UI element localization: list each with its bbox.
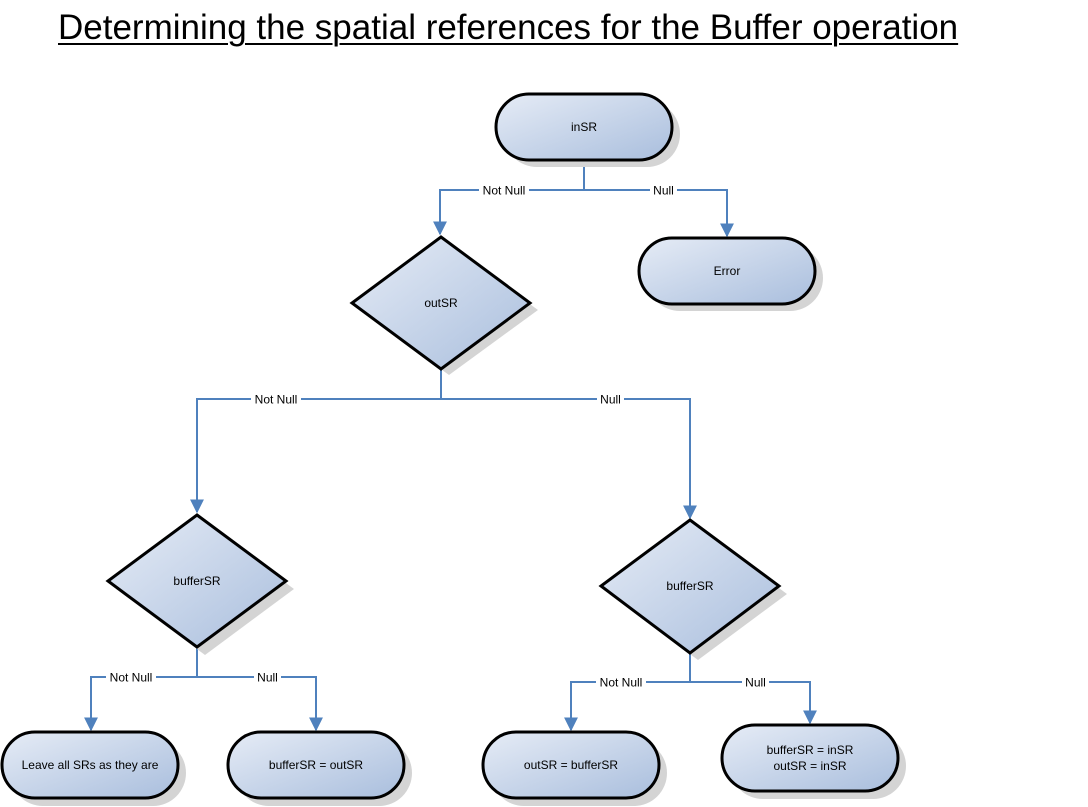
edge-label-insr-notnull: Not Null <box>483 184 526 198</box>
diagram-title: Determining the spatial references for t… <box>58 8 959 47</box>
node-leave-all-label: Leave all SRs as they are <box>22 758 159 772</box>
node-buffersr-left-label: bufferSR <box>173 574 220 588</box>
node-error-label: Error <box>714 264 741 278</box>
edge-label-outsr-notnull: Not Null <box>255 393 298 407</box>
node-outsr: outSR <box>349 235 538 375</box>
edge-right-null <box>690 681 817 725</box>
node-both-eq-in-line2: outSR = inSR <box>773 759 846 773</box>
node-insr: inSR <box>494 92 680 167</box>
edge-left-null <box>197 676 323 732</box>
edge-right-notnull <box>564 681 690 732</box>
edge-label-outsr-null: Null <box>600 393 621 407</box>
node-insr-label: inSR <box>571 120 597 134</box>
node-buffersr-right-label: bufferSR <box>666 579 713 593</box>
node-both-eq-in-line1: bufferSR = inSR <box>767 743 854 757</box>
node-both-eq-in: bufferSR = inSR outSR = inSR <box>720 723 906 799</box>
node-error: Error <box>637 236 823 311</box>
edge-label-insr-null: Null <box>653 184 674 198</box>
node-leave-all: Leave all SRs as they are <box>0 730 186 806</box>
node-buffer-eq-out: bufferSR = outSR <box>226 730 412 806</box>
edge-outsr-notnull <box>190 398 441 514</box>
node-buffersr-right: bufferSR <box>598 518 787 660</box>
edge-insr-null <box>584 189 734 238</box>
edge-left-notnull <box>84 676 197 732</box>
node-buffersr-left: bufferSR <box>105 513 294 655</box>
node-out-eq-buffer-label: outSR = bufferSR <box>524 758 619 772</box>
edge-label-left-null: Null <box>257 671 278 685</box>
edge-label-right-null: Null <box>745 676 766 690</box>
edge-label-left-notnull: Not Null <box>110 671 153 685</box>
edge-insr-notnull <box>433 189 584 236</box>
node-buffer-eq-out-label: bufferSR = outSR <box>269 758 364 772</box>
edge-outsr-null <box>441 398 697 520</box>
node-out-eq-buffer: outSR = bufferSR <box>481 730 667 806</box>
node-outsr-label: outSR <box>424 296 458 310</box>
edge-label-right-notnull: Not Null <box>600 676 643 690</box>
